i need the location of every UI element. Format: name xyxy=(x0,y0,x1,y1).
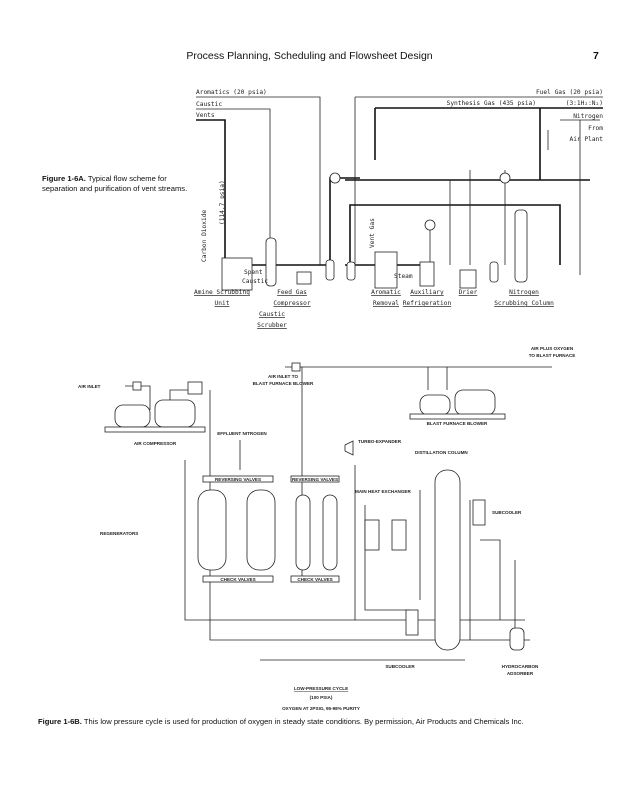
check-valves-box xyxy=(290,575,340,583)
label-main-heat-exchanger: MAIN HEAT EXCHANGER xyxy=(355,489,411,494)
caption-label: Figure 1-6B. xyxy=(38,717,82,726)
unit-label: Drier xyxy=(459,289,478,296)
check-valves-box xyxy=(202,575,274,583)
label-caustic: Caustic xyxy=(196,101,222,108)
caption-text: Typical flow scheme for separation and p… xyxy=(42,174,188,193)
subcooler-bottom xyxy=(405,609,419,636)
regenerator-vessel xyxy=(322,494,338,571)
label-subcooler-top: SUBCOOLER xyxy=(492,510,522,515)
label-to-blast-furnace: TO BLAST FURNACE xyxy=(529,353,576,358)
cycle-title: LOW-PRESSURE CYCLE xyxy=(294,686,348,691)
label-check-valves: CHECK VALVES xyxy=(220,577,255,582)
label-aromatics: Aromatics (20 psia) xyxy=(196,89,267,96)
label-from: From xyxy=(588,125,603,132)
label-air-plus-oxygen: AIR PLUS OXYGEN xyxy=(531,346,574,351)
label-regenerators: REGENERATORS xyxy=(100,531,138,536)
cycle-note: OXYGEN AT 2PSIG, 95-98% PURITY xyxy=(282,706,360,711)
main-heat-exchanger xyxy=(364,519,380,551)
label-reversing-valves: REVERSING VALVES xyxy=(292,477,338,482)
figure-1-6b-caption: Figure 1-6B. This low pressure cycle is … xyxy=(38,717,598,726)
air-inlet-filter-icon xyxy=(132,381,142,391)
equipment xyxy=(221,172,528,291)
unit-label: Aromatic xyxy=(371,289,401,296)
label-distillation-column: DISTILLATION COLUMN xyxy=(415,450,468,455)
label-spent: Spent xyxy=(244,269,263,276)
reversing-valves-box xyxy=(202,475,274,483)
label-fuel-gas: Fuel Gas (20 psia) xyxy=(536,89,603,96)
regenerator-vessel xyxy=(295,494,311,571)
nitrogen-scrubbing-column xyxy=(514,209,528,283)
unit-label: Auxiliary xyxy=(410,289,444,296)
unit-label: Caustic xyxy=(259,311,285,318)
label-nitrogen: Nitrogen xyxy=(573,113,603,120)
equipment-b xyxy=(104,362,525,651)
label-blast-furnace-blower: BLAST FURNACE BLOWER xyxy=(427,421,488,426)
label-steam: Steam xyxy=(394,273,413,280)
label-air-plant: Air Plant xyxy=(569,136,603,143)
unit-label: Refrigeration xyxy=(403,300,452,307)
page-number: 7 xyxy=(593,50,599,62)
label-air-compressor: AIR COMPRESSOR xyxy=(134,441,177,446)
subcooler-top xyxy=(472,499,486,526)
unit-label: Feed Gas xyxy=(277,289,307,296)
labels-b: AIR PLUS OXYGEN TO BLAST FURNACE AIR INL… xyxy=(78,346,575,711)
stream-labels: Aromatics (20 psia) Caustic Vents Fuel G… xyxy=(196,89,603,285)
unit-label: Nitrogen xyxy=(509,289,539,296)
label-reversing-valves: REVERSING VALVES xyxy=(215,477,261,482)
reversing-valves-box xyxy=(290,475,340,483)
aftercooler-icon xyxy=(187,381,203,395)
label-ratio: (3:1H₂:N₂) xyxy=(566,100,603,107)
hydrocarbon-adsorber xyxy=(509,627,525,651)
label-pressure: (114.7 psia) xyxy=(219,180,226,225)
label-hydrocarbon: HYDROCARBON xyxy=(502,664,539,669)
figure-1-6a-caption: Figure 1-6A. Typical flow scheme for sep… xyxy=(42,174,192,194)
label-adsorber: ADSORBER xyxy=(507,671,534,676)
unit-label: Compressor xyxy=(273,300,311,307)
label-turbo-expander: TURBO-EXPANDER xyxy=(358,439,402,444)
turbo-expander-icon xyxy=(344,440,354,456)
label-carbon-dioxide: Carbon Dioxide xyxy=(201,210,208,262)
distillation-column xyxy=(434,469,461,651)
blower-inlet-filter-icon xyxy=(291,362,301,372)
label-check-valves: CHECK VALVES xyxy=(297,577,332,582)
unit-label: Scrubbing Column xyxy=(494,300,554,307)
regenerator-vessel xyxy=(246,489,276,571)
unit-labels: Amine Scrubbing Unit Feed Gas Compressor… xyxy=(194,289,554,329)
running-title: Process Planning, Scheduling and Flowshe… xyxy=(186,50,433,62)
caption-text: This low pressure cycle is used for prod… xyxy=(81,717,524,726)
label-air-inlet-to: AIR INLET TO xyxy=(268,374,298,379)
label-air-inlet: AIR INLET xyxy=(78,384,101,389)
label-blower-inlet: BLAST FURNACE BLOWER xyxy=(253,381,314,386)
caption-label: Figure 1-6A. xyxy=(42,174,86,183)
regenerator-vessel xyxy=(197,489,227,571)
label-vents: Vents xyxy=(196,112,215,119)
label-subcooler-bottom: SUBCOOLER xyxy=(385,664,415,669)
label-spent-caustic: Caustic xyxy=(242,278,268,285)
label-synthesis-gas: Synthesis Gas (435 psia) xyxy=(447,100,536,107)
caustic-scrubber-column xyxy=(265,237,277,287)
unit-label: Unit xyxy=(215,300,230,307)
air-compressor-icon xyxy=(114,404,151,428)
unit-label: Amine Scrubbing xyxy=(194,289,250,296)
label-vent-gas: Vent Gas xyxy=(369,218,376,248)
blast-furnace-blower-icon xyxy=(419,394,451,416)
label-effluent-nitrogen: EFFLUENT NITROGEN xyxy=(217,431,267,436)
unit-label: Scrubber xyxy=(257,322,287,329)
cycle-pressure: (100 PSIA) xyxy=(310,695,333,700)
unit-label: Removal xyxy=(373,300,399,307)
